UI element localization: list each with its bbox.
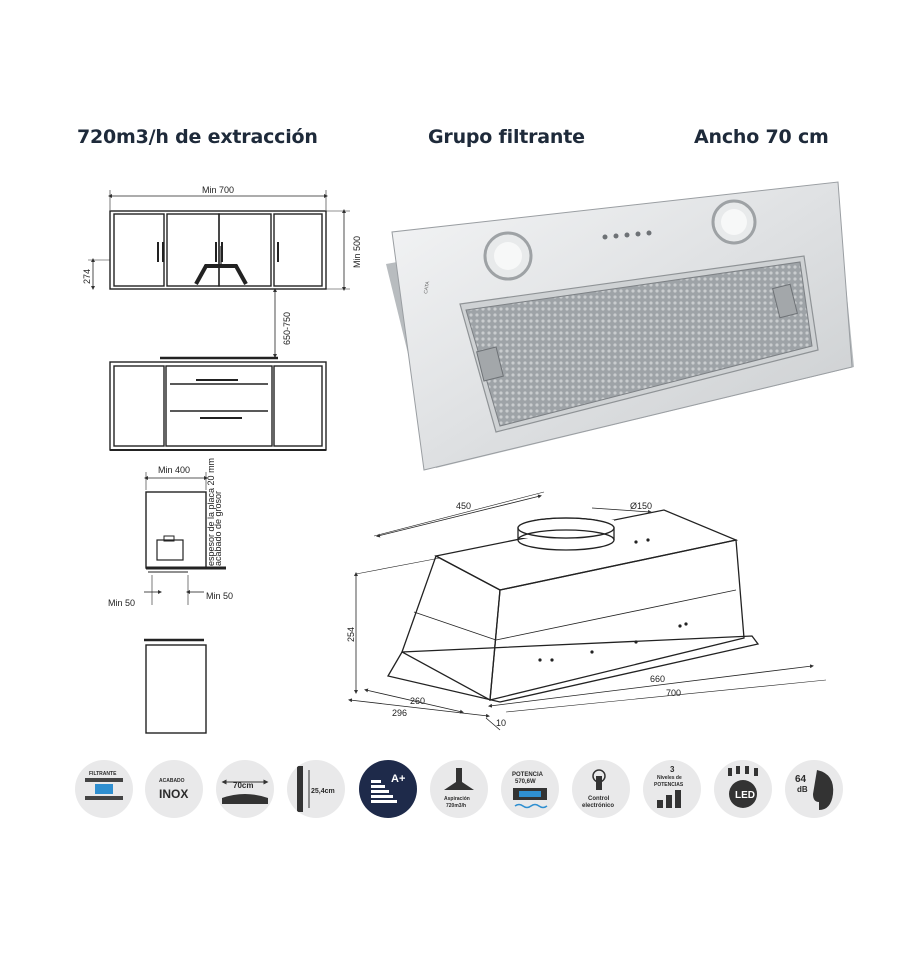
svg-text:Aspiración: Aspiración xyxy=(444,796,470,802)
lower-cabinet-drawing xyxy=(109,356,327,451)
side-depth-label: Min 400 xyxy=(158,465,190,475)
control-electronico-icon: Control electrónico xyxy=(572,760,630,818)
potencia-icon: POTENCIA 570,6W xyxy=(501,760,559,818)
svg-text:POTENCIA: POTENCIA xyxy=(512,772,544,778)
iso-width-660: 660 xyxy=(650,674,665,684)
svg-text:Control: Control xyxy=(588,796,610,802)
led-icon: LED xyxy=(714,760,772,818)
right-margin-label: Min 50 xyxy=(206,591,233,601)
power-levels-icon: 3 Niveles de POTENCIAS xyxy=(643,760,701,818)
feature-icon-row: FILTRANTE ACABADO INOX 70cm 25,4cm xyxy=(72,760,843,824)
svg-text:electrónico: electrónico xyxy=(582,803,614,809)
filtrante-icon: FILTRANTE xyxy=(75,760,133,818)
acabado-inox-icon: ACABADO INOX xyxy=(145,760,203,818)
iso-view-drawing xyxy=(348,491,827,731)
svg-text:INOX: INOX xyxy=(159,787,188,801)
iso-height-254: 254 xyxy=(346,627,356,642)
svg-text:dB: dB xyxy=(797,785,808,794)
svg-text:720m3/h: 720m3/h xyxy=(446,803,466,809)
iso-offset-10: 10 xyxy=(496,718,506,728)
height-25cm-icon: 25,4cm xyxy=(287,760,345,818)
gap-label: 650-750 xyxy=(282,312,292,345)
svg-text:POTENCIAS: POTENCIAS xyxy=(654,782,684,788)
svg-text:25,4cm: 25,4cm xyxy=(311,788,335,795)
svg-text:A+: A+ xyxy=(391,773,405,785)
left-margin-label: Min 50 xyxy=(108,598,135,608)
svg-text:70cm: 70cm xyxy=(233,781,253,790)
side-view-drawing xyxy=(144,472,226,734)
iso-width-700: 700 xyxy=(666,688,681,698)
iso-depth-450: 450 xyxy=(456,501,471,511)
iso-depth-260: 260 xyxy=(410,696,425,706)
product-brand: CATA xyxy=(423,280,431,294)
width-70cm-icon: 70cm xyxy=(216,760,274,818)
noise-64db-icon: 64 dB xyxy=(785,760,843,818)
cabinet-height-label: 274 xyxy=(82,269,92,284)
svg-text:LED: LED xyxy=(735,790,755,801)
svg-text:570,6W: 570,6W xyxy=(515,779,536,785)
svg-text:64: 64 xyxy=(795,774,807,785)
svg-text:ACABADO: ACABADO xyxy=(159,778,185,784)
front-height-label: Min 500 xyxy=(352,236,362,268)
side-note-2: acabado de grosor xyxy=(213,491,223,566)
front-view-drawing xyxy=(88,190,350,358)
heading-width: Ancho 70 cm xyxy=(694,126,829,148)
svg-text:FILTRANTE: FILTRANTE xyxy=(89,771,117,777)
heading-group: Grupo filtrante xyxy=(428,126,585,148)
aspiracion-icon: Aspiración 720m3/h xyxy=(430,760,488,818)
side-note-1: espesor de la placa 20 mm xyxy=(206,458,216,566)
svg-text:Niveles de: Niveles de xyxy=(657,775,682,781)
energy-class-icon: A+ xyxy=(359,760,417,818)
iso-diameter-150: Ø150 xyxy=(630,501,652,511)
iso-depth-296: 296 xyxy=(392,708,407,718)
product-photo xyxy=(386,181,854,471)
svg-text:3: 3 xyxy=(670,765,675,774)
heading-extraction: 720m3/h de extracción xyxy=(77,126,318,148)
front-width-label: Min 700 xyxy=(202,185,234,195)
